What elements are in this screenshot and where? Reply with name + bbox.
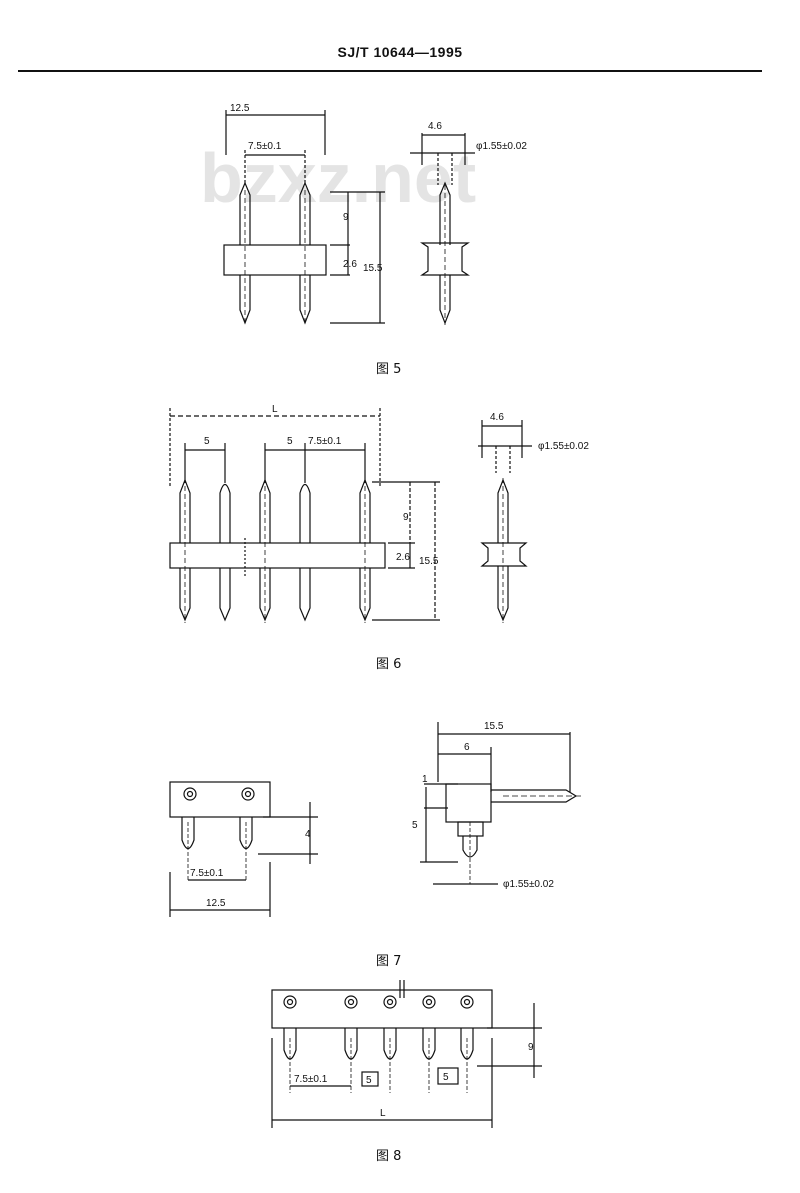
figure-6-drawing: L 5 5 7.5±0.1 9 2.6 15.5 4.6 φ1.55±0.02: [169, 404, 589, 623]
fig7-front-view: [169, 781, 318, 917]
fig5-dim-body-height: 2.6: [343, 259, 357, 270]
fig7-dim-total-length: 15.5: [484, 721, 504, 732]
fig6-dim-second-pitch: 5: [287, 436, 293, 447]
figure-8-caption: 图 8: [376, 1149, 402, 1164]
fig7-dim-pin-diameter: φ1.55±0.02: [503, 879, 554, 890]
fig8-dim-overall-width: L: [380, 1108, 386, 1119]
watermark-graphic: bzxz.net: [200, 139, 476, 215]
fig8-dim-pin-length: 9: [528, 1042, 534, 1053]
fig8-dim-box-pitch-1: 5: [366, 1075, 372, 1086]
fig6-front-view: [169, 408, 440, 623]
header-rule: [18, 70, 762, 72]
fig5-dim-upper-pin: 9: [343, 212, 349, 223]
fig6-dim-upper-pin: 9: [403, 512, 409, 523]
standard-code: SJ/T 10644—1995: [337, 44, 463, 60]
fig5-dim-pin-diameter: φ1.55±0.02: [476, 141, 527, 152]
fig7-dim-body-depth: 6: [464, 742, 470, 753]
fig5-dim-side-width: 4.6: [428, 121, 442, 132]
page-header: SJ/T 10644—1995: [0, 0, 800, 80]
figure-7-caption: 图 7: [376, 954, 402, 969]
figure-7-drawing: 4 7.5±0.1 12.5 15.5 6 1 5 φ1.55±0.02: [169, 721, 583, 917]
fig7-dim-pin-length: 4: [305, 829, 311, 840]
fig6-dim-first-pitch: 5: [204, 436, 210, 447]
fig7-dim-pitch: 7.5±0.1: [190, 868, 224, 879]
fig8-terminals: [283, 995, 474, 1093]
watermark-text: bzxz.net: [200, 139, 476, 215]
fig5-dim-pitch: 7.5±0.1: [248, 141, 282, 152]
fig5-dim-total-height: 15.5: [363, 263, 383, 274]
fig7-side-view: [420, 722, 583, 885]
fig6-dim-overall-width: L: [272, 404, 278, 415]
figure-5-caption: 图 5: [376, 362, 402, 377]
fig6-dim-side-width: 4.6: [490, 412, 504, 423]
fig6-dim-pin-diameter: φ1.55±0.02: [538, 441, 589, 452]
figure-8-drawing: 9 7.5±0.1 5 5 L: [271, 980, 542, 1128]
fig6-side-view: [478, 420, 532, 623]
fig7-dim-body-height: 5: [412, 820, 418, 831]
figure-6-caption: 图 6: [376, 657, 402, 672]
fig6-dim-pitch: 7.5±0.1: [308, 436, 342, 447]
fig6-dim-total-height: 15.5: [419, 556, 439, 567]
fig7-dim-overall-width: 12.5: [206, 898, 226, 909]
fig5-side-view: [410, 133, 475, 325]
fig6-dim-body-height: 2.6: [396, 552, 410, 563]
fig8-dim-pitch: 7.5±0.1: [294, 1074, 328, 1085]
fig7-dim-offset: 1: [422, 774, 428, 785]
fig5-dim-overall-width: 12.5: [230, 103, 250, 114]
fig8-dim-box-pitch-2: 5: [443, 1072, 449, 1083]
fig5-front-view: [223, 110, 385, 325]
figure-5-drawing: 12.5 7.5±0.1 9 2.6 15.5 4.6 φ1.55±0.02: [223, 103, 527, 325]
